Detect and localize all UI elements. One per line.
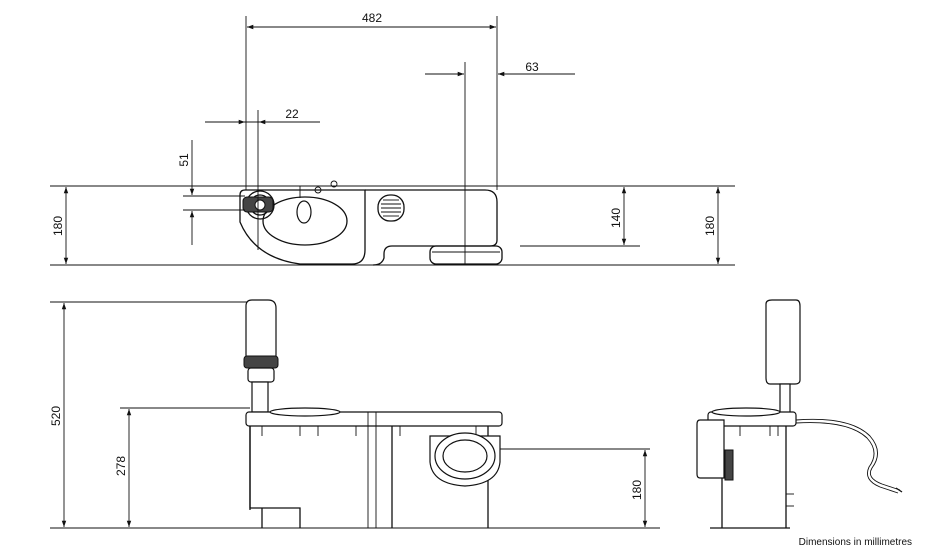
side-body bbox=[696, 407, 797, 529]
top-view-body bbox=[239, 180, 503, 266]
top-view: 482 63 22 51 180 140 180 bbox=[50, 11, 735, 266]
vent-grille bbox=[377, 194, 405, 222]
dim-left-height: 180 bbox=[51, 216, 65, 236]
dim-outlet-height: 140 bbox=[609, 208, 623, 228]
power-cable bbox=[795, 418, 901, 491]
dim-right-height: 180 bbox=[703, 216, 717, 236]
dim-body-height: 278 bbox=[114, 456, 128, 476]
dim-width: 482 bbox=[362, 11, 382, 25]
front-body bbox=[245, 407, 503, 528]
units-note: Dimensions in millimetres bbox=[798, 537, 912, 548]
dim-outlet-front-height: 180 bbox=[630, 480, 644, 500]
dim-inlet-height: 51 bbox=[177, 153, 191, 167]
front-handle bbox=[243, 299, 279, 413]
front-view: 520 278 180 bbox=[49, 299, 660, 529]
side-handle bbox=[765, 299, 801, 415]
dim-total-height: 520 bbox=[49, 406, 63, 426]
side-view bbox=[696, 299, 903, 529]
front-outlet bbox=[429, 432, 501, 487]
dim-inlet: 22 bbox=[285, 107, 299, 121]
dim-offset: 63 bbox=[525, 60, 539, 74]
